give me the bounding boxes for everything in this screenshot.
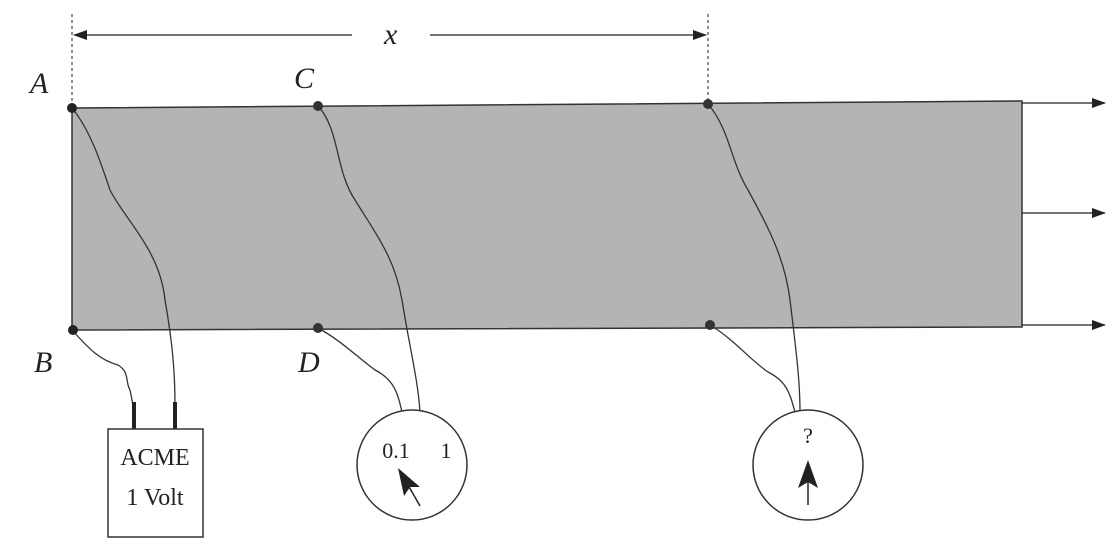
label-d: D (297, 346, 320, 379)
meter-1-needle-head-icon (398, 468, 420, 496)
wires (71, 103, 801, 413)
meter-2-unknown: ? (803, 423, 813, 448)
contact-probe-bottom (705, 320, 715, 330)
wire-top-meter2 (707, 103, 801, 413)
contact-b (68, 325, 78, 335)
contact-c (313, 101, 323, 111)
wire-a-battery (71, 107, 176, 406)
battery-brand: ACME (120, 445, 189, 471)
meter-2-needle-head-icon (798, 460, 818, 488)
meter-1: 0.1 1 (356, 409, 468, 521)
contact-probe-top (703, 99, 713, 109)
conducting-sheet (71, 100, 1023, 331)
battery: ACME 1 Volt (107, 402, 204, 538)
label-c: C (294, 62, 315, 95)
battery-voltage: 1 Volt (126, 485, 183, 511)
wire-bottom-meter2 (709, 324, 796, 413)
meter-1-scale-low: 0.1 (382, 438, 410, 463)
label-b: B (34, 346, 52, 379)
wire-c-meter1 (317, 105, 421, 413)
label-a: A (28, 67, 49, 100)
contact-d (313, 323, 323, 333)
wire-d-meter1 (317, 327, 403, 413)
wire-b-battery (71, 329, 134, 406)
contact-a (67, 103, 77, 113)
distance-label: x (383, 18, 398, 51)
meter-2: ? (752, 409, 864, 521)
meter-1-scale-high: 1 (441, 438, 452, 463)
